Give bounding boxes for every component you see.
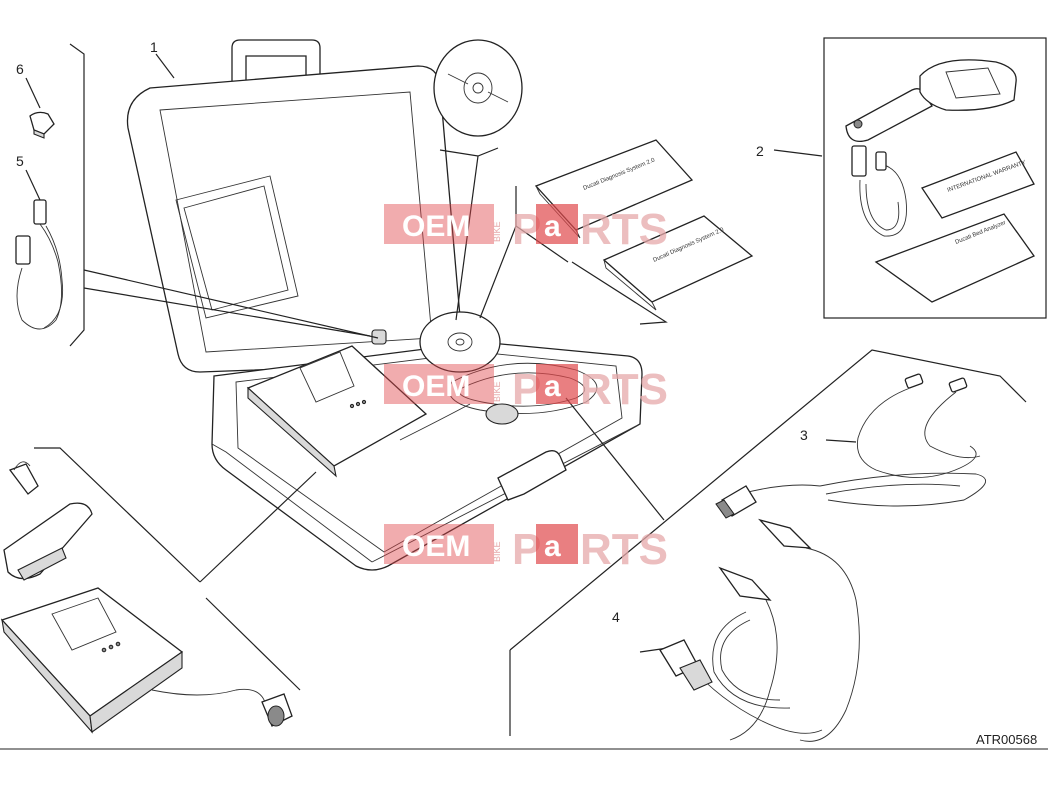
watermark-a-1: a <box>544 210 561 243</box>
callout-3: 3 <box>800 427 808 443</box>
callout-1: 1 <box>150 39 158 55</box>
leader-lines <box>25 43 1027 736</box>
watermark-oem-1: OEM <box>402 210 470 243</box>
watermark: OEM BIKE P a RTS OEM BIKE P a RTS OEM BI… <box>384 204 668 574</box>
usb-cable <box>15 199 64 330</box>
watermark-bike-3: BIKE <box>492 541 502 562</box>
watermark-a-2: a <box>544 370 561 403</box>
strap-and-tester <box>0 461 293 734</box>
carry-case <box>126 39 643 571</box>
watermark-a-3: a <box>544 530 561 563</box>
watermark-rts-3: RTS <box>580 525 668 574</box>
watermark-rts-2: RTS <box>580 365 668 414</box>
callout-6: 6 <box>16 61 24 77</box>
watermark-3: OEM BIKE P a RTS <box>384 524 668 574</box>
watermark-bike-2: BIKE <box>492 381 502 402</box>
cd-disc <box>433 39 523 137</box>
watermark-oem-3: OEM <box>402 530 470 563</box>
callout-2: 2 <box>756 143 764 159</box>
battery-clamp-cable <box>659 518 860 742</box>
watermark-1: OEM BIKE P a RTS <box>384 204 668 254</box>
watermark-oem-2: OEM <box>402 370 470 403</box>
callout-5: 5 <box>16 153 24 169</box>
drawing-code: ATR00568 <box>976 732 1037 747</box>
watermark-rts-1: RTS <box>580 205 668 254</box>
kit-box: INTERNATIONAL WARRANTY Ducati Bed Analyz… <box>823 37 1047 319</box>
callout-4: 4 <box>612 609 620 625</box>
watermark-bike-1: BIKE <box>492 221 502 242</box>
y-cable <box>715 373 987 519</box>
small-plug <box>29 111 55 139</box>
watermark-2: OEM BIKE P a RTS <box>384 364 668 414</box>
